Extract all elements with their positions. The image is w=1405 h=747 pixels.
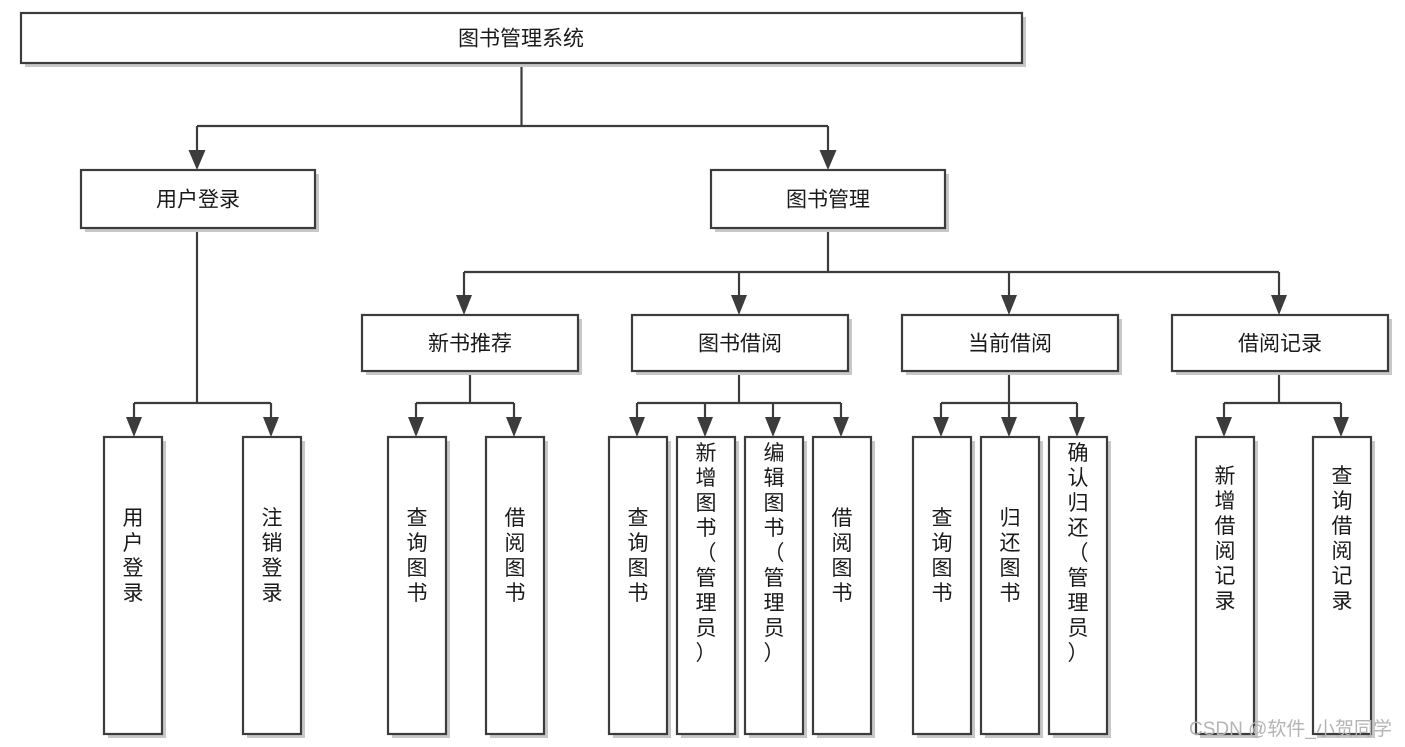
node-leaf-return-book[interactable]: 归还图书 — [979, 435, 1043, 738]
arrow-head-to-leaf5 — [629, 417, 645, 437]
arrow-head-to-l3-2 — [731, 295, 747, 315]
node-new-book-recommend[interactable]: 新书推荐 — [360, 313, 582, 375]
node-borrow-record[interactable]: 借阅记录 — [1170, 313, 1392, 375]
node-book-borrow-box — [630, 313, 850, 373]
arrow-head-to-leaf12 — [1216, 417, 1232, 437]
arrow-head-to-l3-1 — [456, 295, 472, 315]
node-user-login-label: 用户登录 — [156, 189, 240, 212]
node-root-box — [19, 11, 1024, 65]
node-leaf-edit-book-box — [743, 435, 805, 736]
node-leaf-borrow-book-2-box — [811, 435, 873, 736]
node-borrow-record-label: 借阅记录 — [1238, 333, 1322, 356]
node-leaf-query-book-3[interactable]: 查询图书 — [911, 435, 975, 738]
node-leaf-query-book-2-label: 查询图书 — [628, 507, 649, 605]
arrow-head-to-leaf10 — [1001, 417, 1017, 437]
node-leaf-user-login-label: 用户登录 — [123, 507, 144, 605]
node-book-borrow-label: 图书借阅 — [698, 333, 782, 356]
node-current-borrow[interactable]: 当前借阅 — [900, 313, 1122, 375]
node-user-login-box — [79, 168, 317, 230]
node-leaf-logout[interactable]: 注销登录 — [241, 435, 305, 738]
node-new-book-recommend-box — [360, 313, 580, 373]
node-leaf-return-book-label: 归还图书 — [1000, 507, 1021, 605]
arrow-head-to-l3-3 — [1001, 295, 1017, 315]
node-leaf-query-book-2-box — [607, 435, 669, 736]
arrow-head-to-leaf1 — [126, 417, 142, 437]
node-leaf-add-book-label: 新增图书（管理员） — [696, 442, 717, 665]
node-leaf-borrow-book-1[interactable]: 借阅图书 — [484, 435, 548, 738]
node-user-login[interactable]: 用户登录 — [79, 168, 319, 232]
arrow-head-to-l3-4 — [1271, 295, 1287, 315]
node-leaf-add-book-box — [675, 435, 737, 736]
node-leaf-edit-book-label: 编辑图书（管理员） — [764, 442, 785, 665]
node-borrow-record-box — [1170, 313, 1390, 373]
node-leaf-query-record-label: 查询借阅记录 — [1332, 465, 1353, 613]
node-new-book-recommend-label: 新书推荐 — [428, 333, 512, 356]
node-leaf-logout-label: 注销登录 — [262, 507, 283, 605]
node-root[interactable]: 图书管理系统 — [19, 11, 1026, 67]
node-leaf-logout-box — [241, 435, 303, 736]
node-leaf-confirm-return[interactable]: 确认归还（管理员） — [1047, 435, 1111, 738]
node-book-borrow[interactable]: 图书借阅 — [630, 313, 852, 375]
node-leaf-return-book-box — [979, 435, 1041, 736]
arrow-head-to-leaf3 — [408, 417, 424, 437]
node-leaf-query-book-1[interactable]: 查询图书 — [386, 435, 450, 738]
node-book-manage[interactable]: 图书管理 — [709, 168, 949, 232]
csdn-watermark: CSDN @软件_小贺同学 — [1189, 718, 1392, 740]
node-leaf-add-record[interactable]: 新增借阅记录 — [1194, 435, 1258, 738]
connector-layer — [126, 67, 1349, 437]
node-leaf-borrow-book-1-label: 借阅图书 — [505, 507, 526, 605]
arrow-head-to-leaf4 — [506, 417, 522, 437]
node-leaf-query-book-1-label: 查询图书 — [407, 507, 428, 605]
node-leaf-query-book-2[interactable]: 查询图书 — [607, 435, 671, 738]
arrow-head-to-user-login — [188, 150, 206, 170]
arrow-head-to-leaf11 — [1069, 417, 1085, 437]
node-leaf-query-record-box — [1311, 435, 1373, 736]
node-current-borrow-box — [900, 313, 1120, 373]
node-leaf-user-login-box — [102, 435, 164, 736]
node-book-manage-box — [709, 168, 947, 230]
node-leaf-borrow-book-1-box — [484, 435, 546, 736]
node-leaf-add-record-box — [1194, 435, 1256, 736]
node-leaf-confirm-return-box — [1047, 435, 1109, 736]
arrow-head-to-book-manage — [819, 150, 837, 170]
node-leaf-add-record-label: 新增借阅记录 — [1215, 465, 1236, 613]
node-leaf-query-book-3-label: 查询图书 — [932, 507, 953, 605]
arrow-head-to-leaf13 — [1333, 417, 1349, 437]
node-leaf-query-record[interactable]: 查询借阅记录 — [1311, 435, 1375, 738]
node-leaf-query-book-3-box — [911, 435, 973, 736]
node-leaf-query-book-1-box — [386, 435, 448, 736]
node-leaf-add-book[interactable]: 新增图书（管理员） — [675, 435, 739, 738]
node-book-manage-label: 图书管理 — [786, 189, 870, 212]
node-root-label: 图书管理系统 — [458, 28, 584, 51]
node-leaf-borrow-book-2-label: 借阅图书 — [832, 507, 853, 605]
arrow-head-to-leaf8 — [833, 417, 849, 437]
node-leaf-borrow-book-2[interactable]: 借阅图书 — [811, 435, 875, 738]
arrow-head-to-leaf9 — [933, 417, 949, 437]
node-leaf-confirm-return-label: 确认归还（管理员） — [1068, 442, 1089, 665]
arrow-head-to-leaf6 — [697, 417, 713, 437]
arrow-head-to-leaf2 — [263, 417, 279, 437]
arrow-head-to-leaf7 — [765, 417, 781, 437]
node-leaf-edit-book[interactable]: 编辑图书（管理员） — [743, 435, 807, 738]
node-leaf-user-login[interactable]: 用户登录 — [102, 435, 166, 738]
node-current-borrow-label: 当前借阅 — [968, 333, 1052, 356]
